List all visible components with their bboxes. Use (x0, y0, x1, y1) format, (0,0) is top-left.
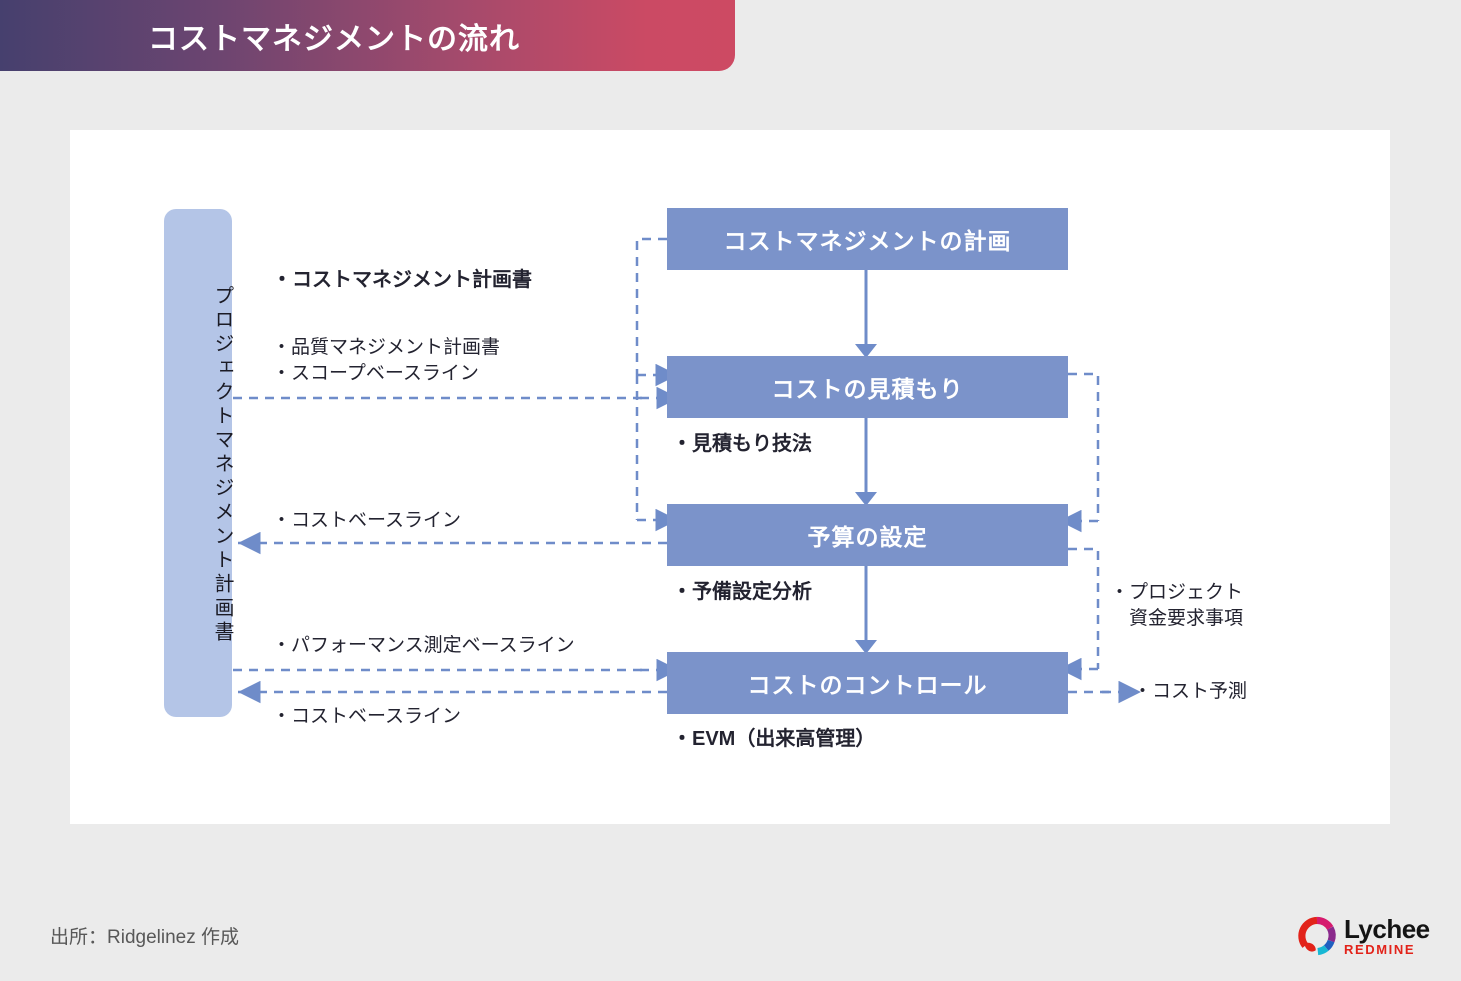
source-note: 出所：Ridgelinez 作成 (50, 927, 239, 948)
annotation-cost-baseline-lower: ・コストベースライン (272, 706, 462, 727)
process-box-cost-control[interactable]: コストのコントロール (667, 652, 1068, 714)
lychee-redmine-logo: Lychee REDMINE (1296, 908, 1444, 964)
annotation-cost-management-plan: ・コストマネジメント計画書 (272, 269, 532, 291)
annotation-estimating-techniques: ・見積もり技法 (672, 433, 812, 455)
title-banner: コストマネジメントの流れ (0, 0, 735, 71)
process-box-cost-management-planning[interactable]: コストマネジメントの計画 (667, 208, 1068, 270)
logo-primary-text: Lychee (1344, 914, 1430, 944)
annotation-scope-baseline: ・スコープベースライン (272, 363, 479, 384)
process-box-budget-setting[interactable]: 予算の設定 (667, 504, 1068, 566)
project-management-plan-label: プロジェクトマネジメント計画書 (211, 285, 233, 645)
logo-wordmark: Lychee REDMINE (1344, 916, 1430, 956)
annotation-cost-forecast: ・コスト予測 (1133, 681, 1248, 702)
page-title: コストマネジメントの流れ (148, 22, 520, 56)
annotation-cost-baseline-upper: ・コストベースライン (272, 510, 462, 531)
annotation-reserve-analysis: ・予備設定分析 (672, 581, 812, 603)
annotation-project-funding-requirements: ・プロジェクト 資金要求事項 (1110, 580, 1243, 631)
project-management-plan-box (164, 209, 232, 717)
annotation-performance-measurement-baseline: ・パフォーマンス測定ベースライン (272, 635, 575, 656)
process-box-cost-estimation[interactable]: コストの見積もり (667, 356, 1068, 418)
lychee-ring-icon (1298, 916, 1336, 956)
funding-line-1: ・プロジェクト (1110, 582, 1244, 603)
logo-secondary-text: REDMINE (1344, 942, 1416, 957)
annotation-evm: ・EVM（出来高管理） (672, 728, 876, 750)
funding-line-2: 資金要求事項 (1110, 607, 1244, 629)
annotation-quality-management-plan: ・品質マネジメント計画書 (272, 337, 501, 358)
